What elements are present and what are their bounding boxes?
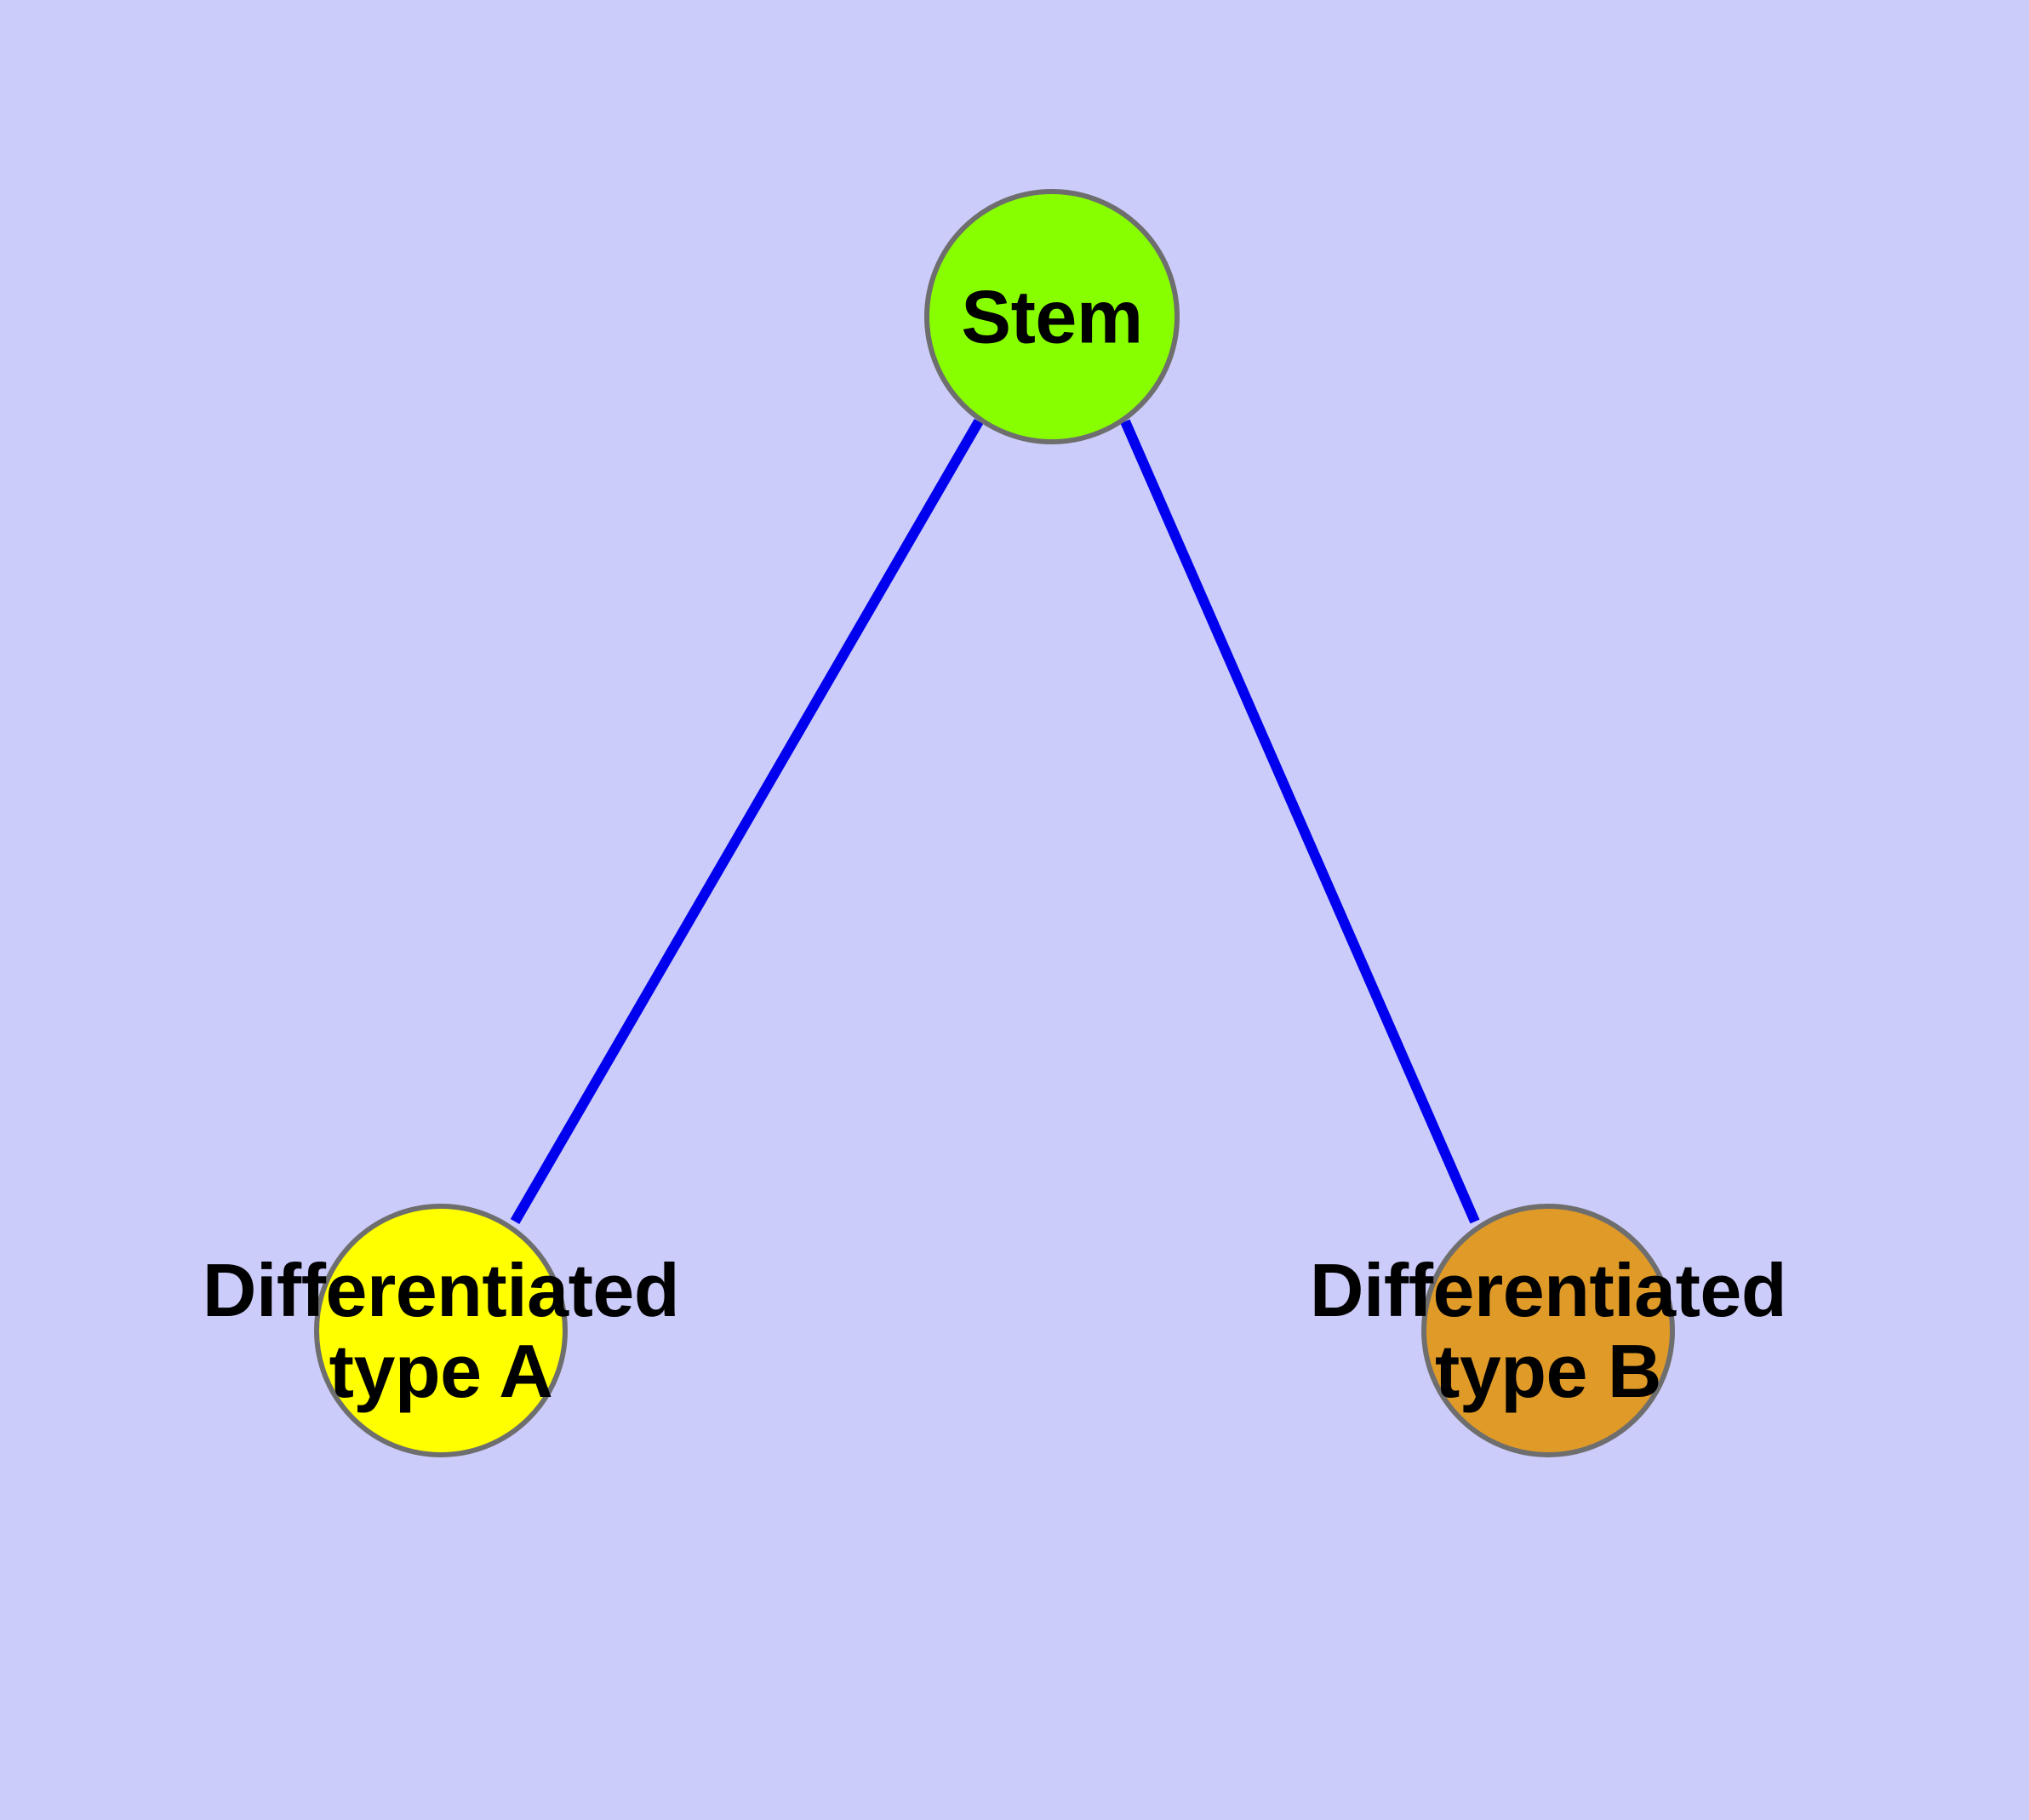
node-layer: [314, 189, 1675, 1457]
edge-stem-to-type-b[interactable]: [1120, 419, 1480, 1224]
node-circle-stem[interactable]: [924, 189, 1180, 444]
node-circle-type-a[interactable]: [314, 1204, 568, 1457]
edge-layer: [510, 418, 1480, 1225]
node-circle-type-b[interactable]: [1421, 1204, 1675, 1457]
edge-stem-to-type-a[interactable]: [510, 418, 984, 1225]
